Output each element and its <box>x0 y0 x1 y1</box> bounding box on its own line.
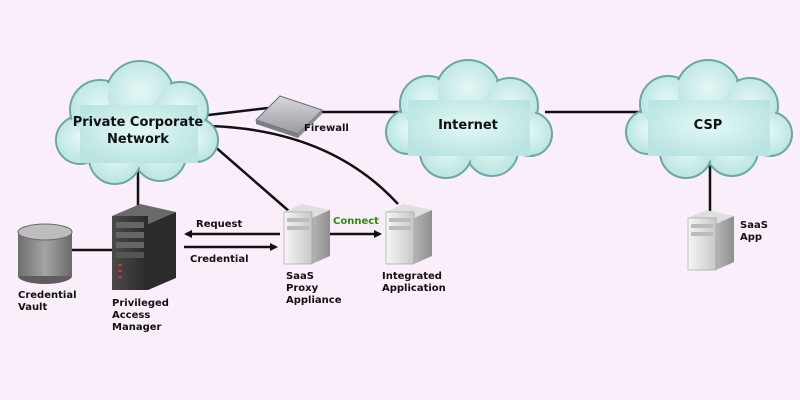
saas-app-label-1: SaaS <box>740 220 768 231</box>
csp-label: CSP <box>694 118 723 133</box>
integrated-app-server-icon <box>385 204 432 265</box>
firewall-label: Firewall <box>304 123 349 134</box>
saas-proxy-label-1: SaaS <box>286 271 314 282</box>
edge-network-integrated-app <box>209 124 399 205</box>
saas-proxy-label-3: Appliance <box>286 295 342 306</box>
request-label: Request <box>196 219 242 230</box>
integrated-app-label-1: Integrated <box>382 271 442 282</box>
saas-app-server-icon <box>687 210 734 271</box>
credential-vault-icon <box>17 223 73 284</box>
edge-network-proxy <box>204 137 291 213</box>
credential-edge-label: Credential <box>190 254 249 265</box>
credential-vault-label-2: Vault <box>18 302 47 313</box>
pam-label-1: Privileged <box>112 298 169 309</box>
csp-cloud-icon <box>625 59 793 179</box>
internet-cloud-icon <box>385 59 553 179</box>
edge-network-firewall <box>199 106 269 118</box>
connections <box>72 106 712 252</box>
private-network-cloud-icon <box>55 60 219 185</box>
private-network-label-2: Network <box>107 132 169 147</box>
saas-proxy-server-icon <box>283 204 330 265</box>
saas-proxy-label-2: Proxy <box>286 283 319 294</box>
pam-server-icon <box>112 204 176 290</box>
pam-label-2: Access <box>112 310 150 321</box>
integrated-app-label-2: Application <box>382 283 446 294</box>
firewall-icon <box>255 95 323 138</box>
internet-label: Internet <box>438 118 498 133</box>
saas-app-label-2: App <box>740 232 762 243</box>
connect-label: Connect <box>333 216 379 227</box>
private-network-label-1: Private Corporate <box>73 115 204 130</box>
credential-vault-label-1: Credential <box>18 290 77 301</box>
pam-label-3: Manager <box>112 322 162 333</box>
